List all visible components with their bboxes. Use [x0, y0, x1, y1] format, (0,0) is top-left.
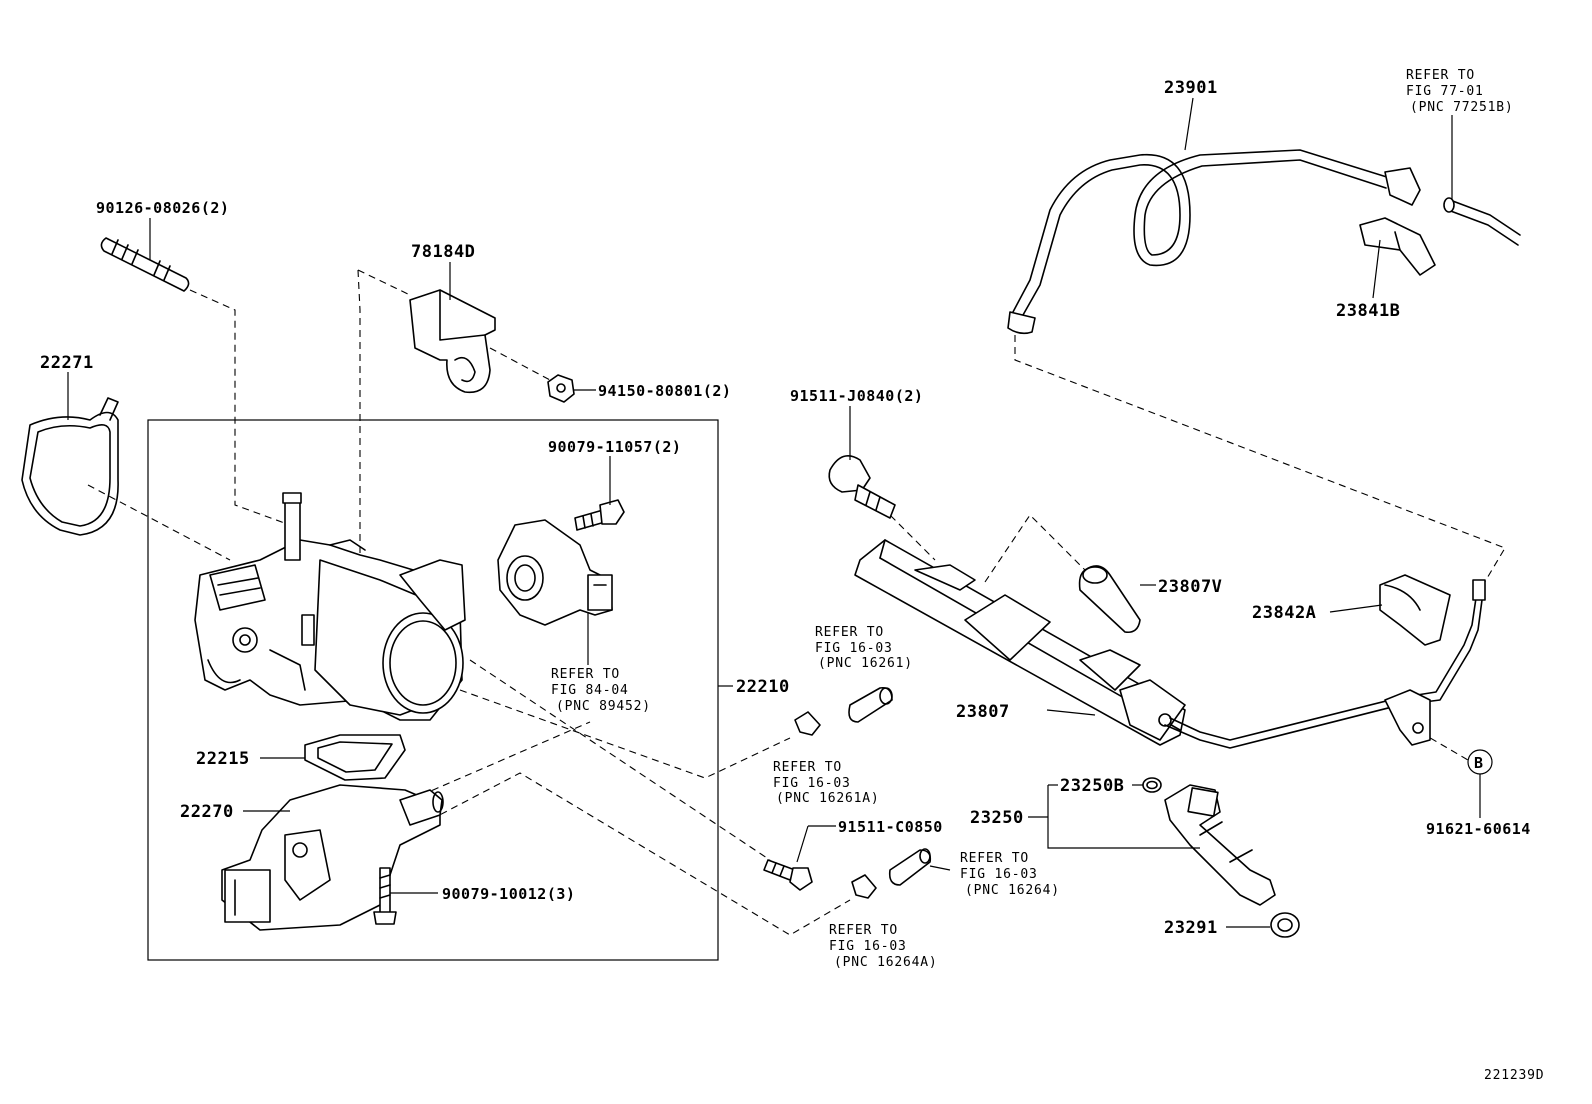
hose-16264-drawing	[851, 848, 932, 899]
label-91511-J0840: 91511-J0840(2)	[790, 387, 923, 405]
svg-text:FIG 16-03: FIG 16-03	[773, 776, 851, 791]
stud-90126-drawing	[100, 237, 190, 292]
svg-text:REFER TO: REFER TO	[815, 625, 884, 640]
damper-23807V-drawing	[1078, 565, 1141, 634]
bracket-78184D-drawing	[409, 289, 496, 394]
nut-94150-drawing	[547, 374, 575, 403]
dashed-guide-lines	[87, 269, 1506, 936]
svg-text:REFER TO: REFER TO	[773, 760, 842, 775]
label-90079-10012: 90079-10012(3)	[442, 885, 575, 903]
svg-text:FIG 16-03: FIG 16-03	[960, 867, 1038, 882]
label-91621-60614: 91621-60614	[1426, 820, 1531, 838]
label-78184D: 78184D	[411, 242, 475, 262]
label-23807V: 23807V	[1158, 577, 1222, 597]
leader-lines	[67, 97, 1481, 928]
svg-text:(PNC 16264A): (PNC 16264A)	[834, 955, 938, 970]
ref-fig16-03-16264: REFER TO FIG 16-03 (PNC 16264)	[960, 851, 1060, 898]
label-23807: 23807	[956, 702, 1010, 722]
ref-fig16-03-16261A: REFER TO FIG 16-03 (PNC 16261A)	[773, 760, 880, 806]
label-22271: 22271	[40, 353, 94, 373]
iac-valve-22270-drawing	[221, 784, 444, 931]
svg-text:FIG 16-03: FIG 16-03	[829, 939, 907, 954]
svg-text:(PNC 16261A): (PNC 16261A)	[776, 791, 880, 806]
ref-fig16-03-16264A: REFER TO FIG 16-03 (PNC 16264A)	[829, 923, 938, 970]
injector-23250-drawing	[1164, 784, 1276, 906]
svg-text:REFER TO: REFER TO	[1406, 68, 1475, 83]
label-90079-11057: 90079-11057(2)	[548, 438, 681, 456]
svg-text:REFER TO: REFER TO	[551, 667, 620, 682]
label-22215: 22215	[196, 749, 250, 769]
fuel-rail-23807-drawing	[854, 539, 1186, 746]
svg-text:FIG 77-01: FIG 77-01	[1406, 84, 1484, 99]
label-23842A: 23842A	[1252, 603, 1316, 623]
svg-text:REFER TO: REFER TO	[829, 923, 898, 938]
svg-text:FIG 16-03: FIG 16-03	[815, 641, 893, 656]
insulator-23291-drawing	[1270, 912, 1300, 938]
callout-b-text: B	[1474, 754, 1484, 772]
label-91511-C0850: 91511-C0850	[838, 818, 943, 836]
oring-23250B-drawing	[1142, 777, 1162, 793]
svg-text:(PNC 89452): (PNC 89452)	[556, 699, 651, 714]
label-22270: 22270	[180, 802, 234, 822]
label-23901: 23901	[1164, 78, 1218, 98]
hose-23901-drawing	[1007, 149, 1521, 335]
svg-text:(PNC 77251B): (PNC 77251B)	[1410, 100, 1514, 115]
screw-90079-10012-drawing	[373, 867, 397, 925]
fuel-pipe-drawing	[1164, 579, 1486, 749]
throttle-sensor-drawing	[497, 519, 613, 626]
ref-fig16-03-16261: REFER TO FIG 16-03 (PNC 16261)	[815, 625, 913, 671]
bolt-91511-C0850-drawing	[763, 859, 813, 891]
label-23841B: 23841B	[1336, 301, 1400, 321]
gasket-22271-drawing	[21, 397, 119, 536]
label-23250B: 23250B	[1060, 776, 1124, 796]
svg-text:(PNC 16264): (PNC 16264)	[965, 883, 1060, 898]
label-23250: 23250	[970, 808, 1024, 828]
diagram-code: 221239D	[1484, 1068, 1544, 1083]
bolt-90079-11057-drawing	[574, 499, 625, 531]
assembly-box-22210	[147, 419, 719, 961]
bolt-91511-J0840-drawing	[828, 454, 896, 519]
ref-fig77-01: REFER TO FIG 77-01 (PNC 77251B)	[1406, 68, 1514, 115]
clip-23842A-drawing	[1379, 574, 1451, 646]
gasket-22215-drawing	[304, 734, 406, 781]
svg-text:(PNC 16261): (PNC 16261)	[818, 656, 913, 671]
label-90126-08026: 90126-08026(2)	[96, 199, 229, 217]
clip-23841B-drawing	[1359, 217, 1436, 276]
label-23291: 23291	[1164, 918, 1218, 938]
svg-text:REFER TO: REFER TO	[960, 851, 1029, 866]
ref-fig84-04: REFER TO FIG 84-04 (PNC 89452)	[551, 667, 651, 714]
hose-16261-drawing	[794, 686, 893, 736]
throttle-body-drawing	[194, 492, 466, 721]
label-94150-80801: 94150-80801(2)	[598, 382, 731, 400]
label-22210: 22210	[736, 677, 790, 697]
svg-text:FIG 84-04: FIG 84-04	[551, 683, 629, 698]
oring-23250B-inner	[1146, 780, 1158, 790]
